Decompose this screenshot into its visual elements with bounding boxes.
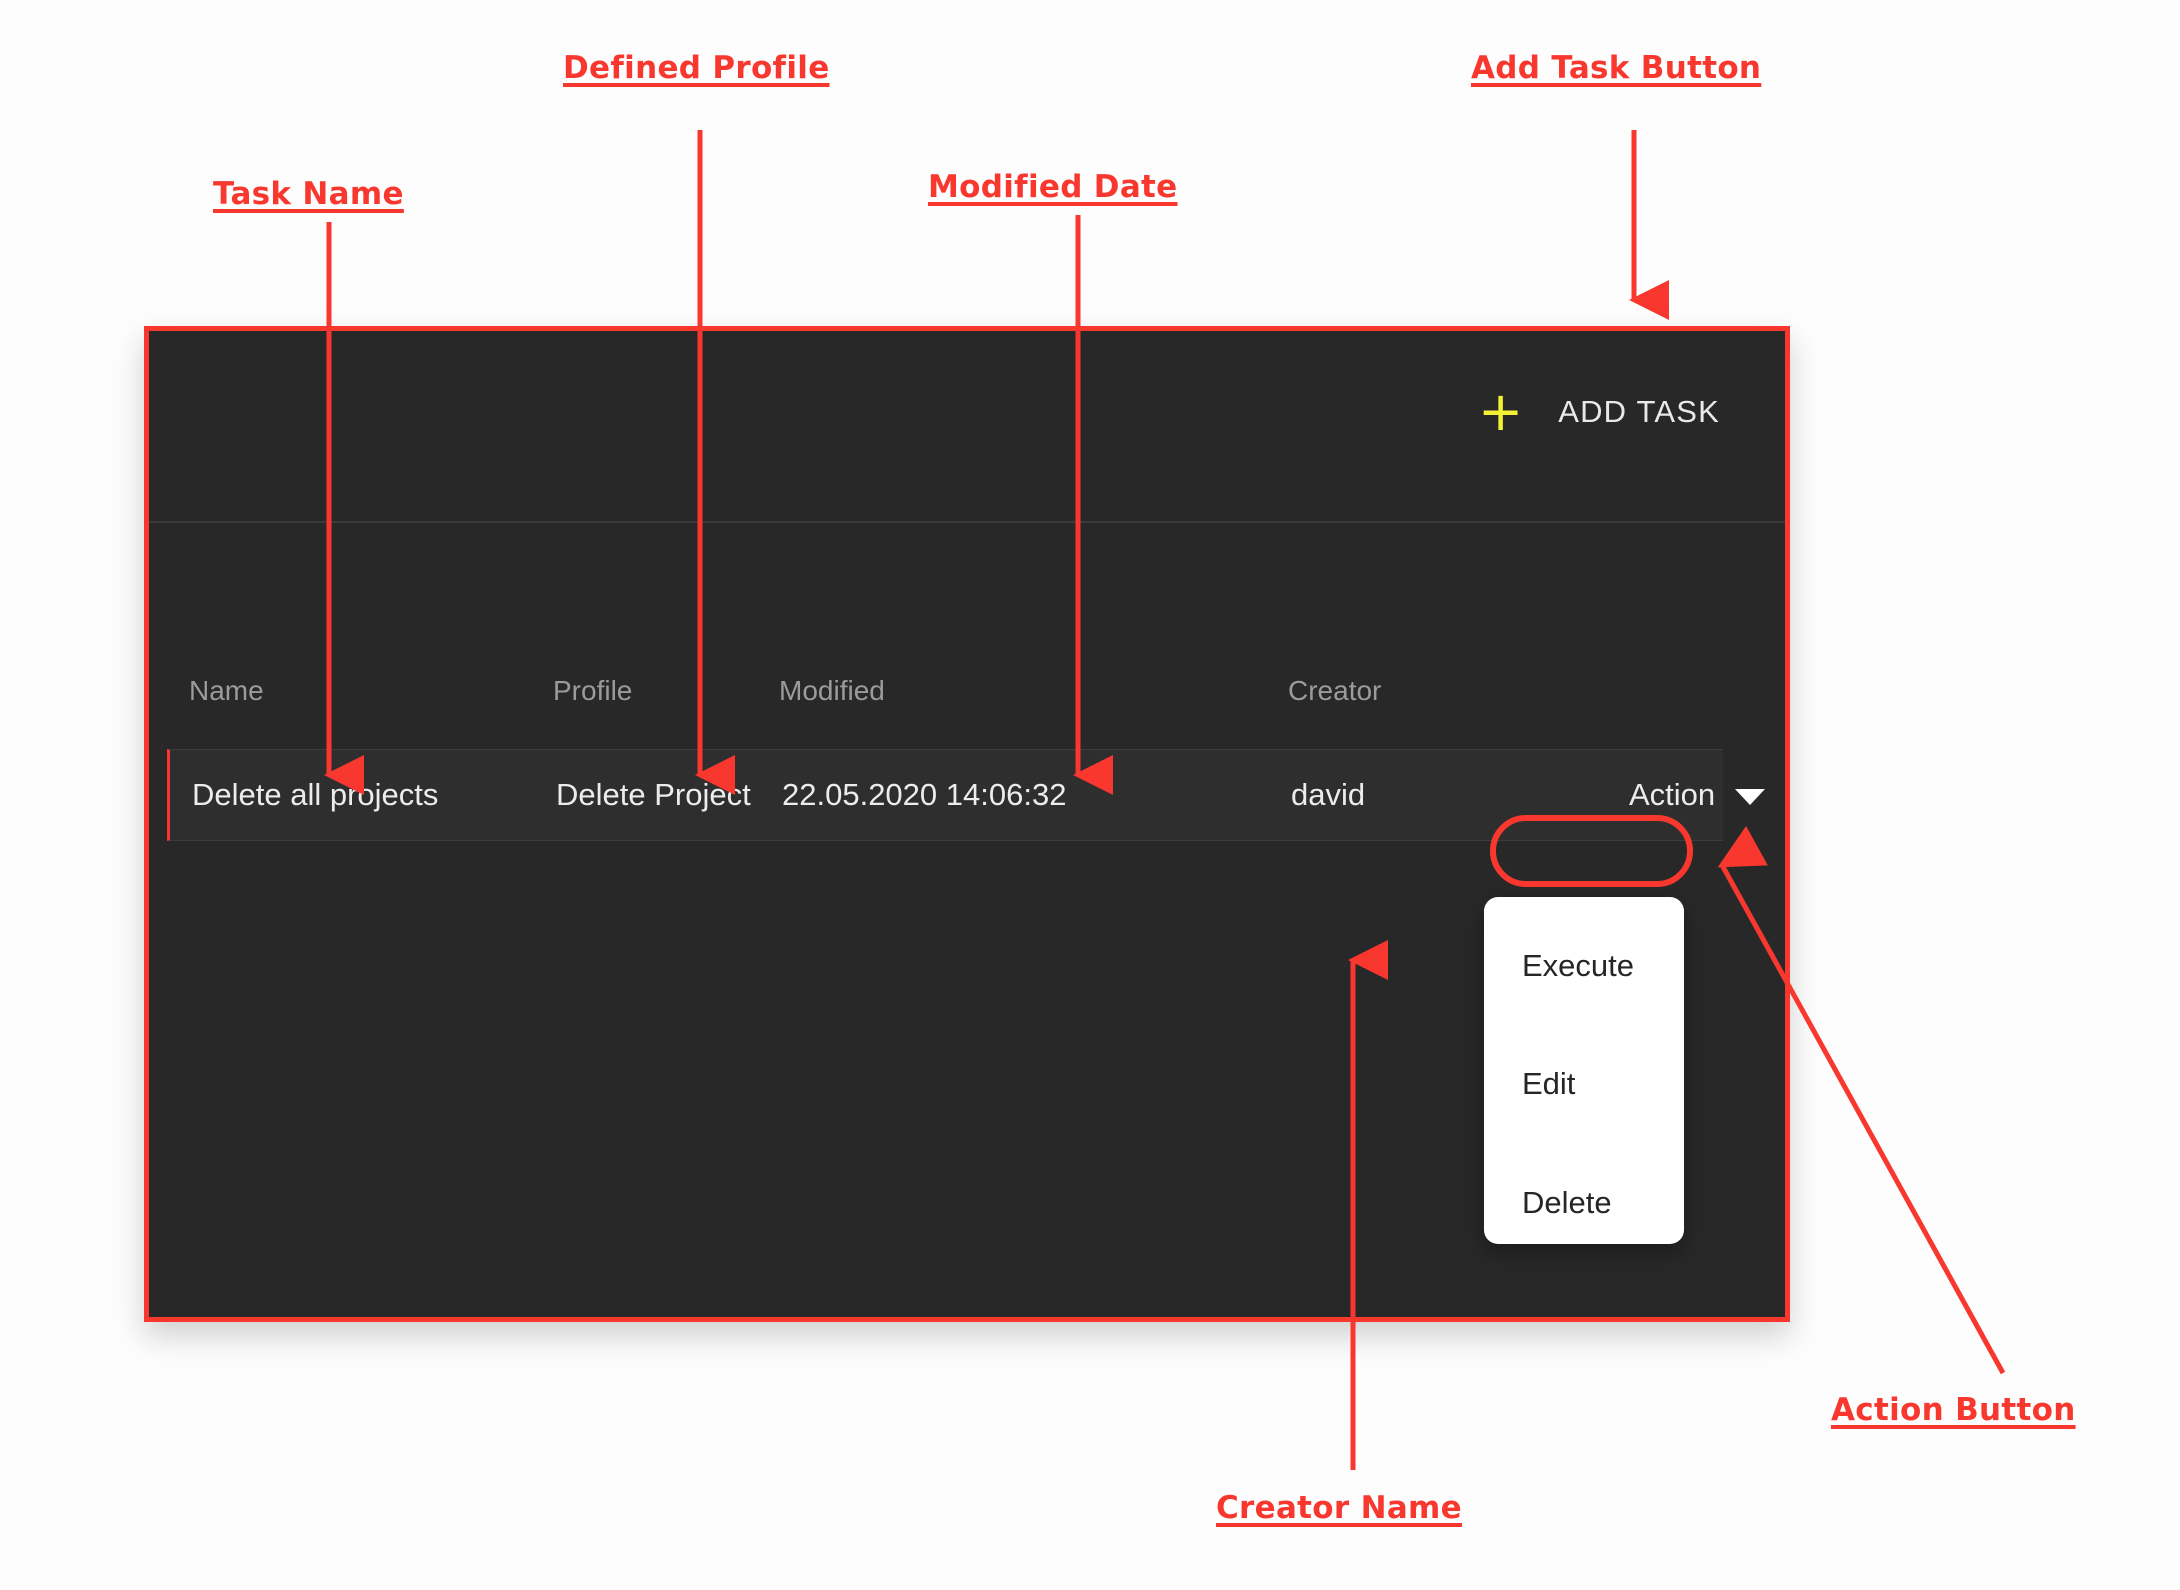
- panel-toolbar: + ADD TASK: [149, 331, 1785, 523]
- table-header-row: Name Profile Modified Creator: [149, 675, 1785, 745]
- action-button-label: Action: [1629, 777, 1716, 812]
- menu-item-edit[interactable]: Edit: [1522, 1066, 1576, 1101]
- column-header-creator: Creator: [1288, 675, 1382, 706]
- annotation-label-modified-date: Modified Date: [928, 169, 1178, 205]
- add-task-label: ADD TASK: [1558, 394, 1720, 429]
- action-button[interactable]: Action: [1625, 771, 1769, 819]
- action-dropdown-menu: Execute Edit Delete: [1484, 897, 1684, 1244]
- annotation-label-task-name: Task Name: [213, 176, 404, 212]
- add-task-button[interactable]: + ADD TASK: [1470, 380, 1728, 443]
- menu-item-execute[interactable]: Execute: [1522, 948, 1635, 983]
- menu-item-delete[interactable]: Delete: [1522, 1185, 1612, 1220]
- annotation-label-add-task-button: Add Task Button: [1471, 50, 1762, 86]
- column-header-modified: Modified: [779, 675, 885, 706]
- chevron-down-icon: [1735, 788, 1766, 805]
- annotation-label-defined-profile: Defined Profile: [563, 50, 830, 86]
- annotation-label-creator-name: Creator Name: [1216, 1490, 1462, 1526]
- cell-creator: david: [1291, 777, 1366, 812]
- column-header-name: Name: [189, 675, 264, 706]
- column-header-profile: Profile: [553, 675, 633, 706]
- cell-profile: Delete Project: [556, 777, 751, 812]
- cell-modified: 22.05.2020 14:06:32: [782, 777, 1067, 812]
- action-button-highlight: [1490, 815, 1693, 887]
- annotation-label-action-button: Action Button: [1831, 1392, 2076, 1428]
- plus-icon: +: [1477, 380, 1524, 443]
- cell-task-name: Delete all projects: [192, 777, 439, 812]
- table-row[interactable]: Delete all projects Delete Project 22.05…: [167, 749, 1766, 841]
